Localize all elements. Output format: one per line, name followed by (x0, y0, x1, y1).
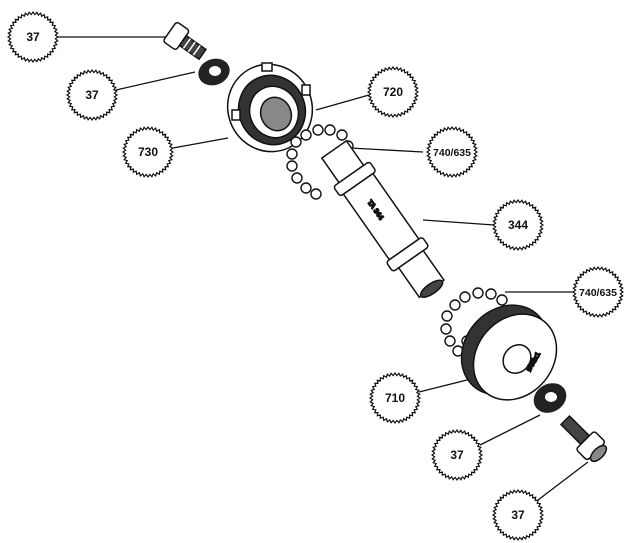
callout-badge (491, 488, 545, 542)
callout-label: 710 (385, 391, 405, 405)
callout-badge (425, 125, 479, 179)
lockring-part (226, 62, 314, 153)
callout-right-cup: 710 (368, 371, 422, 425)
callout-badge (491, 198, 545, 252)
callout-label: 740/635 (433, 147, 471, 159)
callout-label: 344 (508, 218, 528, 232)
callout-badge (368, 371, 422, 425)
callout-bolt-bottom: 37 (491, 488, 545, 542)
callout-label: 37 (511, 508, 525, 522)
callout-label: 720 (383, 85, 403, 99)
callout-bearings-bottom: 740/635 (571, 265, 625, 319)
callout-badge (571, 265, 625, 319)
callout-badge (121, 125, 175, 179)
callout-washer-bottom: 37 (430, 428, 484, 482)
callout-badge (366, 65, 420, 119)
callout-axle: 344 (491, 198, 545, 252)
leader-line (422, 219, 495, 226)
callout-bearings-top: 740/635 (425, 125, 479, 179)
callout-badge (6, 10, 60, 64)
bolt-top-part (163, 21, 207, 61)
leader-line (172, 137, 229, 149)
leader-line (349, 147, 424, 153)
leader-line (115, 71, 196, 91)
callout-left-cup: 720 (366, 65, 420, 119)
bolt-bottom-part (559, 414, 608, 463)
callout-label: 37 (85, 88, 99, 102)
washer-bottom-part (533, 383, 567, 413)
leader-line (315, 94, 370, 111)
callout-bolt-top: 37 (6, 10, 60, 64)
callout-badge (430, 428, 484, 482)
callout-washer-top: 37 (65, 68, 119, 122)
callout-label: 37 (26, 30, 40, 44)
washer-top-part (198, 58, 230, 86)
leader-line (418, 377, 476, 393)
callout-label: 37 (450, 448, 464, 462)
callout-badge (65, 68, 119, 122)
callout-lockring: 730 (121, 125, 175, 179)
leader-line (479, 414, 541, 446)
leader-line (537, 461, 589, 501)
callout-label: 740/635 (579, 287, 617, 299)
axle-part: TA 344 (320, 139, 445, 299)
right-cup-part: Ø35x1 (460, 304, 558, 401)
callout-label: 730 (138, 145, 158, 159)
